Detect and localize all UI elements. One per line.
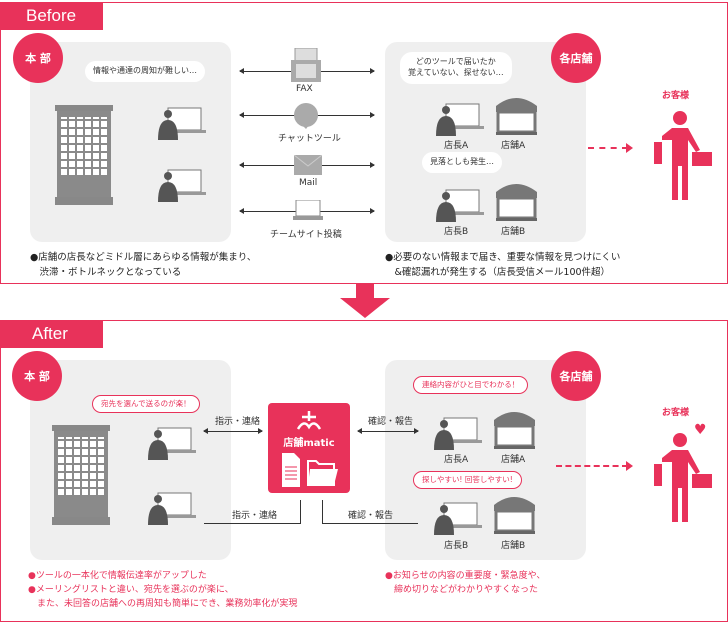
store-icon — [496, 98, 537, 135]
manager-b-label: 店長B — [444, 227, 469, 237]
store-bubble: どのツールで届いたか 覚えていない、探せない… — [400, 52, 512, 84]
note-line: また、未回答の店舗への再周知も簡単にでき、業務効率化が実現 — [28, 599, 298, 609]
note-line: 締め切りなどがわかりやすくなった — [385, 585, 539, 595]
customer-label: お客様 — [662, 91, 690, 101]
instruction-label: 指示・連絡 — [232, 511, 278, 521]
store-badge: 各店舗 — [551, 351, 601, 401]
before-hq-note: ●店舗の店長などミドル層にあらゆる情報が集まり、 渋滞・ボトルネックとなっている — [30, 250, 256, 280]
note-line: ●お知らせの内容の重要度・緊急度や、 — [385, 571, 546, 581]
store-a-label: 店舗A — [501, 141, 526, 151]
worker-at-pc-icon — [158, 169, 206, 202]
hq-badge: 本 部 — [13, 33, 63, 83]
instruction-line — [300, 500, 301, 524]
manager-at-pc-icon — [434, 502, 482, 535]
note-line: &確認漏れが発生する（店長受信メール100件超） — [385, 267, 611, 278]
report-line — [322, 523, 418, 524]
customer-icon — [654, 433, 712, 522]
manager-at-pc-icon — [436, 103, 484, 136]
instruction-line — [204, 523, 300, 524]
customer-label: お客様 — [662, 408, 690, 418]
store-bubble: 探しやすい! 回答しやすい! — [413, 471, 522, 490]
manager-b-label: 店長B — [444, 541, 469, 551]
note-line: 渋滞・ボトルネックとなっている — [30, 267, 182, 278]
down-arrow-icon — [340, 284, 390, 318]
report-arrow — [357, 428, 419, 434]
channel-label: FAX — [296, 84, 313, 94]
after-tab: After — [0, 320, 103, 348]
store-bubble: 見落としも発生… — [422, 152, 502, 173]
manager-at-pc-icon — [436, 189, 484, 222]
instruction-label: 指示・連絡 — [215, 417, 261, 427]
before-store-note: ●必要のない情報まで届き、重要な情報を見つけにくい &確認漏れが発生する（店長受… — [385, 250, 620, 280]
store-icon — [494, 497, 535, 534]
dashed-arrow — [556, 465, 628, 467]
hq-badge: 本 部 — [12, 351, 62, 401]
chat-icon — [294, 103, 318, 129]
heart-icon: ♥ — [694, 422, 707, 438]
instruction-arrow — [203, 428, 263, 434]
after-store-note: ●お知らせの内容の重要度・緊急度や、 締め切りなどがわかりやすくなった — [385, 569, 545, 597]
building-icon — [55, 105, 113, 205]
before-tab: Before — [0, 2, 103, 30]
store-a-label: 店舗A — [501, 455, 526, 465]
hq-bubble: 宛先を選んで送るのが楽！ — [92, 395, 200, 414]
manager-a-label: 店長A — [444, 141, 469, 151]
report-line — [322, 500, 323, 524]
report-label: 確認・報告 — [348, 511, 394, 521]
arrowhead — [626, 143, 638, 153]
manager-a-label: 店長A — [444, 455, 469, 465]
channel-label: チャットツール — [278, 134, 341, 144]
note-line: ●必要のない情報まで届き、重要な情報を見つけにくい — [385, 252, 621, 263]
logo-icon — [296, 411, 322, 430]
manager-at-pc-icon — [434, 417, 482, 450]
store-b-label: 店舗B — [501, 541, 526, 551]
note-line: ●ツールの一本化で情報伝達率がアップした — [28, 571, 207, 581]
dashed-arrow — [588, 147, 628, 149]
note-line: ●メーリングリストと違い、宛先を選ぶのが楽に、 — [28, 585, 234, 595]
center-logo-text: 店舗matic — [283, 438, 335, 449]
channel-label: Mail — [299, 178, 318, 188]
worker-at-pc-icon — [148, 492, 196, 525]
store-bubble: 連絡内容がひと目でわかる！ — [413, 376, 529, 395]
store-b-label: 店舗B — [501, 227, 526, 237]
store-icon — [496, 184, 537, 221]
building-icon — [52, 425, 110, 525]
worker-at-pc-icon — [148, 427, 196, 460]
after-hq-note: ●ツールの一本化で情報伝達率がアップした ●メーリングリストと違い、宛先を選ぶのが… — [28, 569, 297, 611]
store-badge: 各店舗 — [551, 33, 601, 83]
tenpo-matic-box: 店舗matic — [268, 403, 350, 493]
laptop-icon — [293, 200, 323, 220]
arrowhead — [626, 461, 638, 471]
customer-icon — [654, 111, 712, 200]
fax-icon — [291, 48, 321, 82]
document-folder-icon — [282, 453, 338, 487]
report-label: 確認・報告 — [368, 417, 414, 427]
store-icon — [494, 412, 535, 449]
mail-icon — [294, 155, 322, 175]
hq-bubble: 情報や通達の周知が難しい… — [85, 61, 205, 82]
worker-at-pc-icon — [158, 107, 206, 140]
note-line: ●店舗の店長などミドル層にあらゆる情報が集まり、 — [30, 252, 257, 263]
channel-label: チームサイト投稿 — [270, 230, 342, 240]
